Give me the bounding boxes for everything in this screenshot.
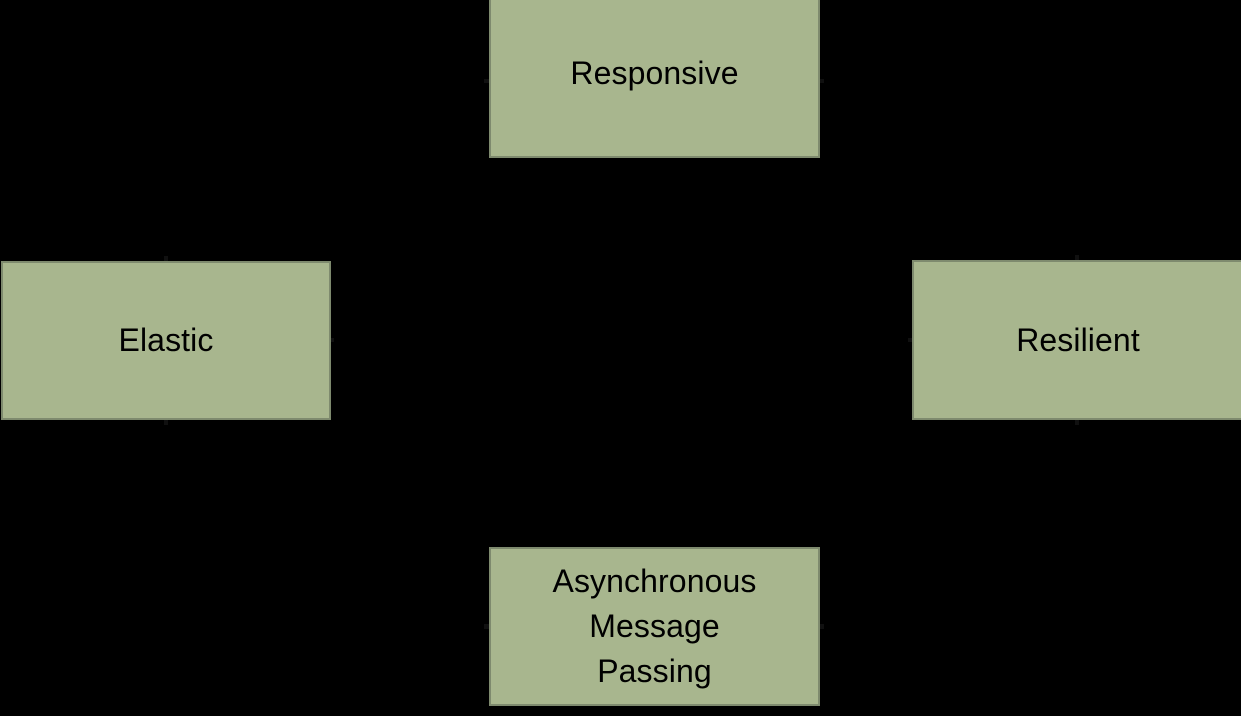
node-elastic-label: Elastic — [118, 322, 214, 358]
node-asynchronous-message-passing-label: Asynchronous Message Passing — [552, 563, 757, 689]
node-resilient[interactable]: Resilient — [912, 260, 1241, 420]
edge-stub-resilient-top — [1075, 255, 1079, 262]
node-resilient-label: Resilient — [1016, 321, 1140, 358]
edge-stub-resilient-bottom — [1075, 418, 1079, 425]
edge-stub-resilient-left — [908, 338, 914, 342]
node-responsive[interactable]: Responsive — [489, 0, 820, 158]
edge-stub-elastic-top — [164, 256, 168, 263]
edge-stub-async-left — [484, 624, 490, 629]
edge-responsive-resilient — [820, 80, 912, 83]
edge-async-responsive — [653, 158, 656, 547]
edge-elastic-responsive — [331, 80, 489, 83]
edge-async-resilient — [820, 625, 912, 628]
edge-stub-async-right — [818, 624, 824, 629]
node-responsive-label: Responsive — [570, 54, 739, 91]
node-asynchronous-message-passing[interactable]: Asynchronous Message Passing — [489, 547, 820, 706]
edge-async-elastic — [331, 625, 489, 628]
node-elastic[interactable]: Elastic — [1, 261, 331, 420]
edge-stub-elastic-right — [328, 338, 334, 342]
edge-stub-responsive-left — [484, 79, 490, 83]
edge-stub-responsive-right — [818, 79, 824, 83]
edge-stub-elastic-bottom — [164, 418, 168, 425]
